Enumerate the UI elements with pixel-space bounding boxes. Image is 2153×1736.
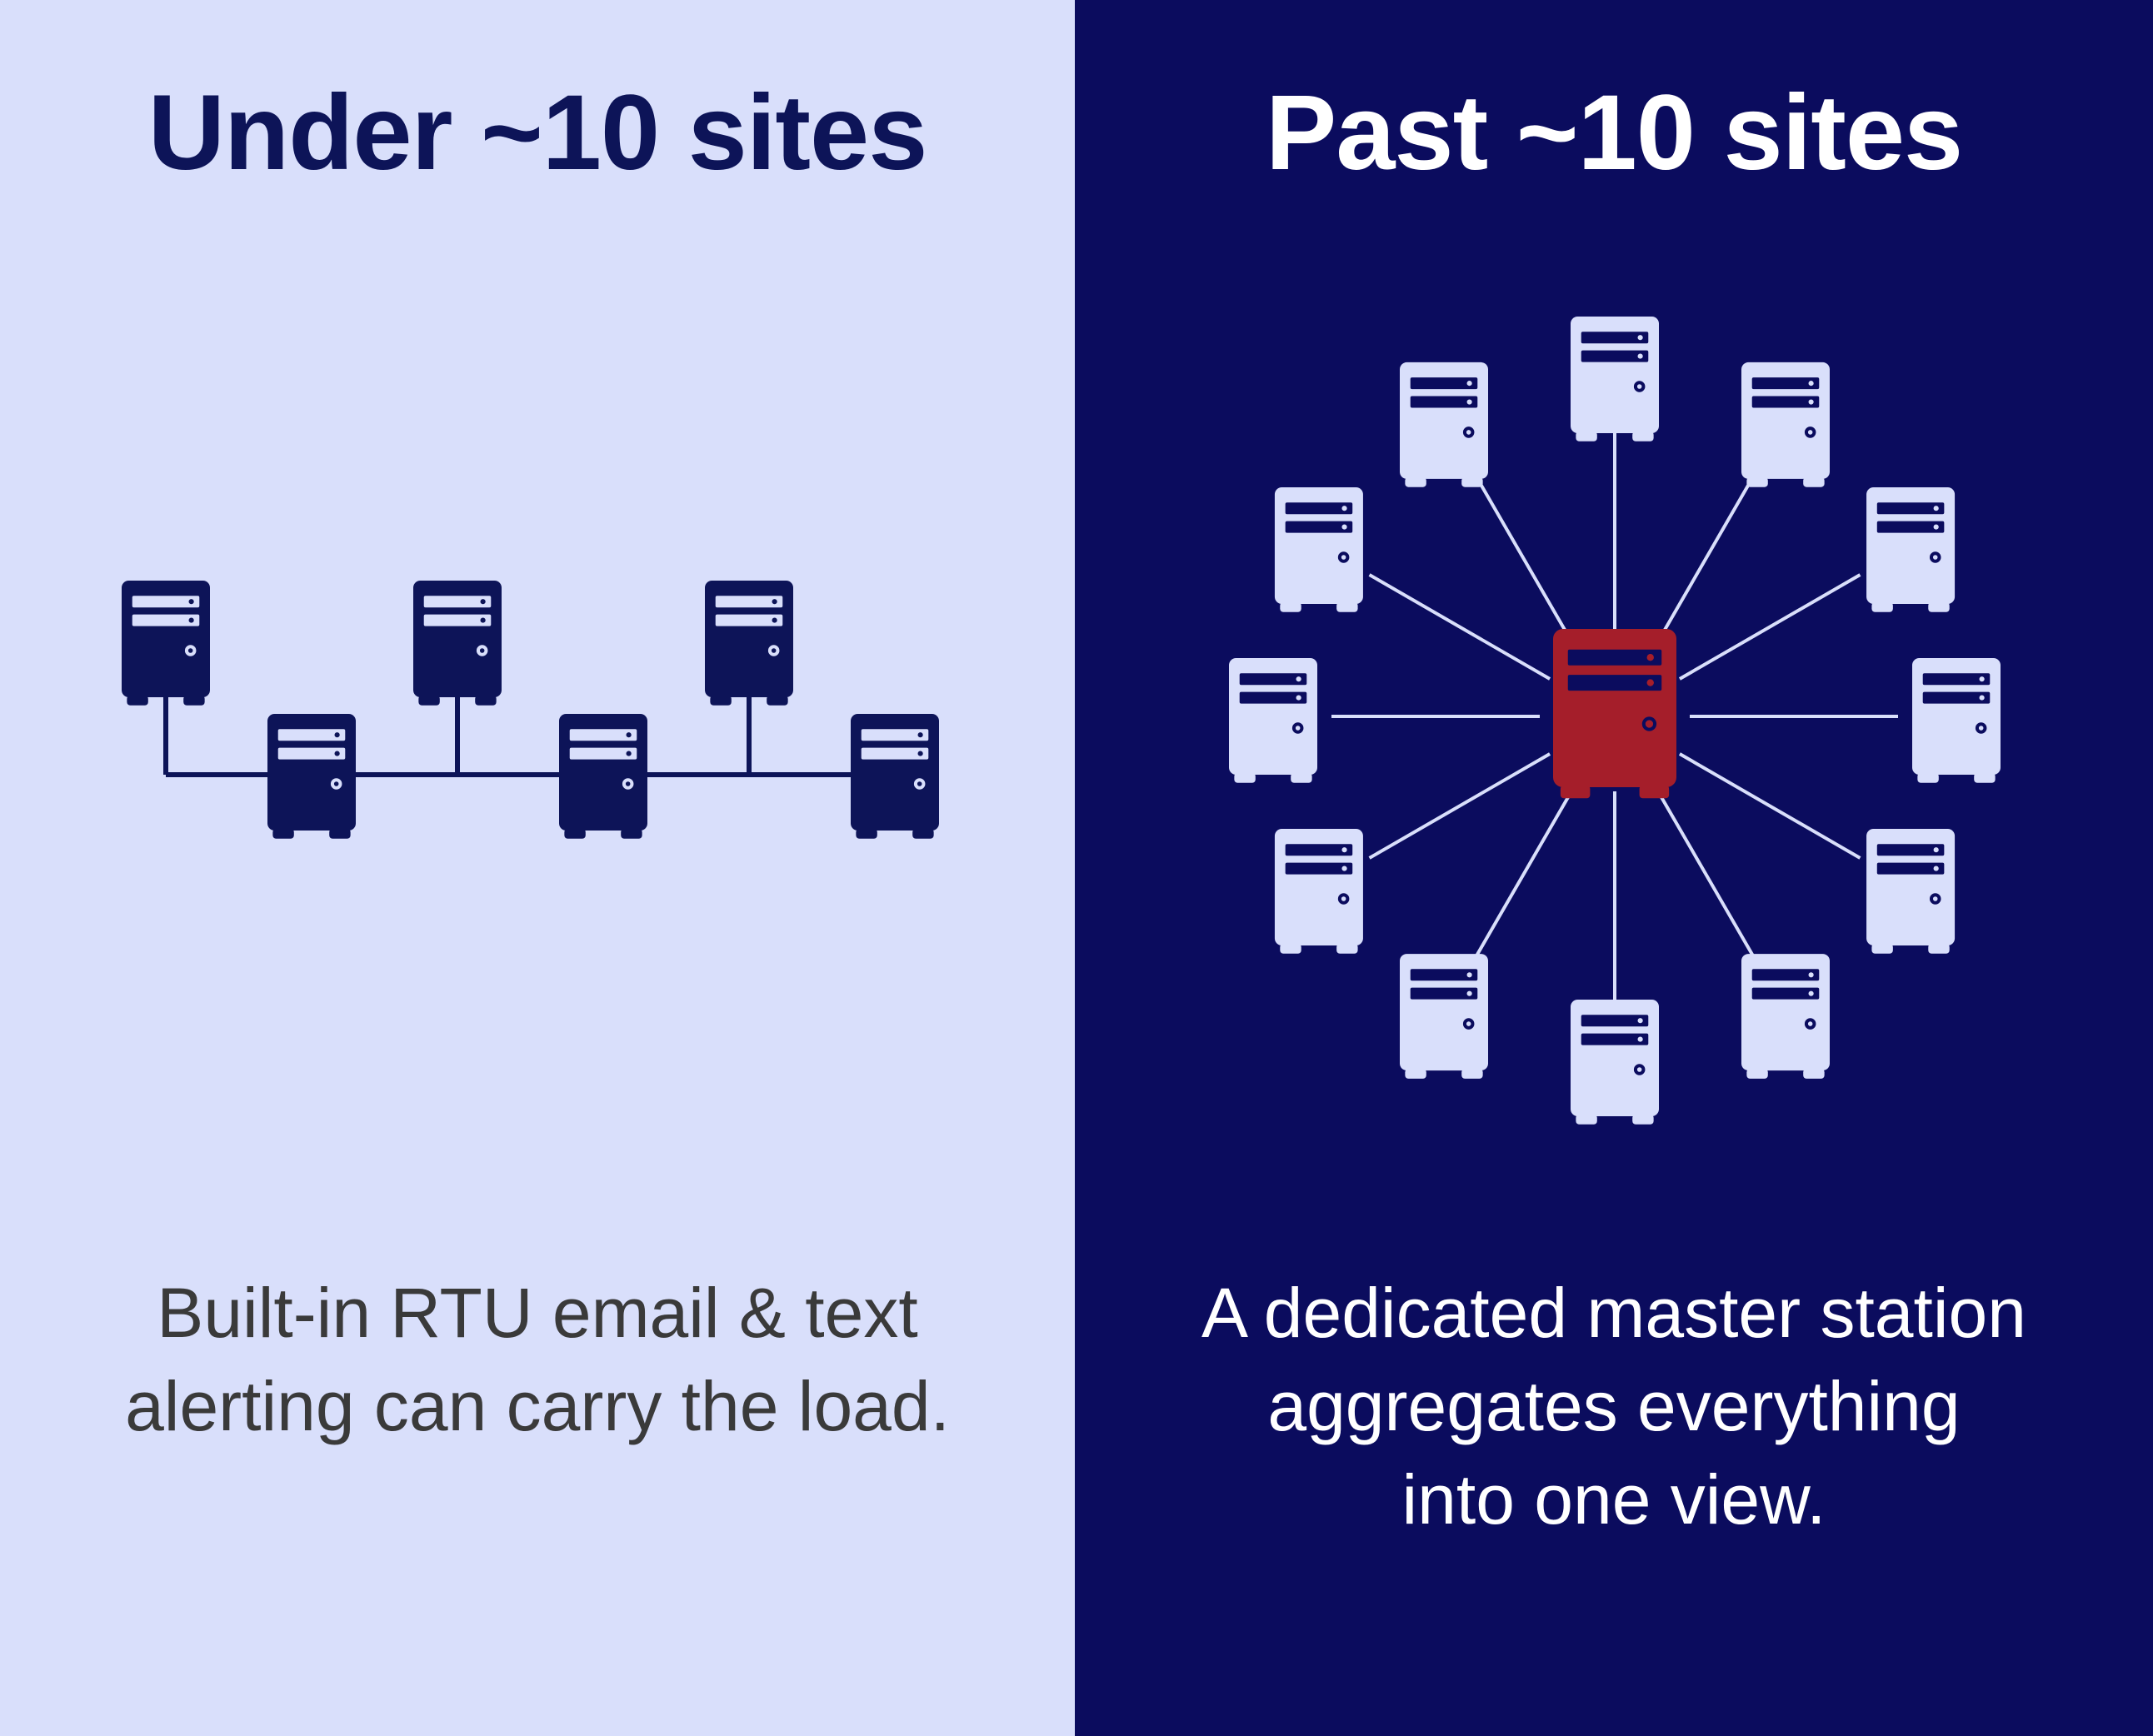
panel-title-past: Past ~10 sites — [1265, 73, 1963, 192]
server-icon — [705, 581, 793, 706]
caption-line: alerting can carry the load. — [125, 1367, 950, 1445]
server-icon — [1912, 658, 2001, 783]
server-icon — [1400, 362, 1488, 487]
server-icon — [1229, 658, 1317, 783]
star-topology-diagram — [1229, 317, 2001, 1125]
server-icon — [1866, 829, 1956, 954]
server-icon — [1741, 954, 1830, 1079]
bus-topology-diagram — [122, 581, 939, 839]
spoke-line — [1651, 780, 1758, 963]
server-icon — [1274, 829, 1363, 954]
server-icon — [1400, 954, 1488, 1079]
server-icon — [1866, 487, 1956, 612]
spoke-line — [1651, 470, 1758, 653]
master-station-icon — [1553, 629, 1676, 799]
server-icon — [413, 581, 502, 706]
caption-line: Built-in RTU email & text — [157, 1274, 918, 1352]
server-icon — [267, 714, 356, 839]
spoke-line — [1368, 573, 1551, 681]
caption-line: aggregates everything — [1267, 1367, 1961, 1445]
spoke-line — [1471, 470, 1579, 653]
panel-past-10-sites: Past ~10 sites A dedicated master statio… — [1075, 0, 2153, 1736]
server-icon — [1274, 487, 1363, 612]
caption-under: Built-in RTU email & text alerting can c… — [0, 1266, 1075, 1453]
caption-line: A dedicated master station — [1201, 1274, 2026, 1352]
server-icon — [1741, 362, 1830, 487]
server-icon — [559, 714, 647, 839]
panel-under-10-sites: Under ~10 sites Built-in RTU email & tex… — [0, 0, 1075, 1736]
spoke-line — [1471, 780, 1579, 963]
server-icon — [122, 581, 210, 706]
server-icon — [1571, 317, 1659, 441]
caption-past: A dedicated master station aggregates ev… — [1075, 1266, 2153, 1546]
server-icon — [851, 714, 939, 839]
server-icon — [1571, 1000, 1659, 1125]
spoke-line — [1368, 752, 1551, 860]
panel-title-under: Under ~10 sites — [147, 73, 928, 192]
spoke-line — [1678, 752, 1861, 860]
spoke-line — [1678, 573, 1861, 681]
caption-line: into one view. — [1401, 1460, 1826, 1539]
